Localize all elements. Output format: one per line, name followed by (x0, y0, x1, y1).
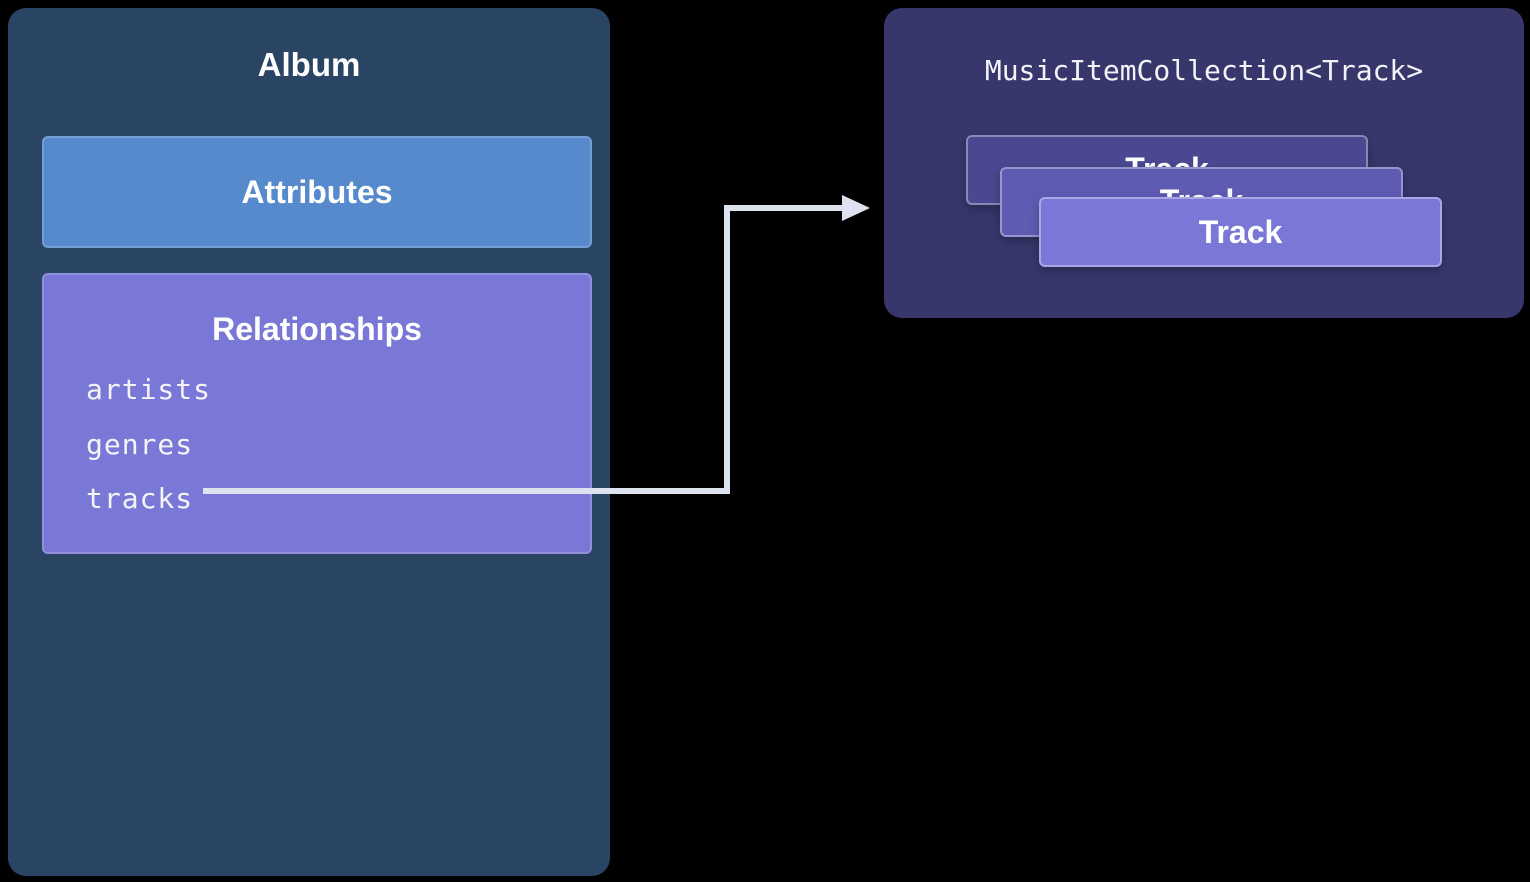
relationships-title: Relationships (212, 311, 422, 347)
collection-title: MusicItemCollection<Track> (984, 54, 1424, 87)
track-card-front: Track (1039, 197, 1442, 267)
album-panel: Album Attributes Relationships artists g… (8, 8, 610, 876)
album-title: Album (257, 46, 361, 83)
attributes-box: Attributes (42, 136, 592, 248)
track-label-front: Track (1198, 213, 1283, 250)
collection-panel: MusicItemCollection<Track> Track Track T… (884, 8, 1524, 318)
attributes-label: Attributes (241, 173, 393, 210)
arrow-head-icon (842, 195, 870, 221)
relationships-box: Relationships artists genres tracks (42, 273, 592, 554)
relationship-item-artists: artists (86, 373, 212, 406)
relationship-item-genres: genres (86, 428, 194, 461)
relationship-item-tracks: tracks (86, 482, 194, 515)
